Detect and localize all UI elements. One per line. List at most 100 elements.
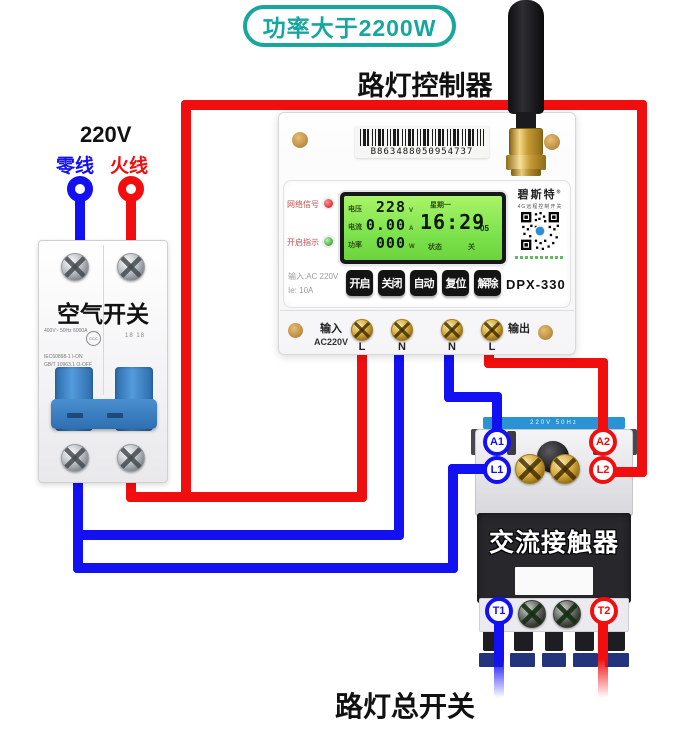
terminal-T2: T2 (590, 597, 618, 625)
neutral-wire-segment (73, 563, 458, 573)
live-wire-segment (126, 196, 136, 256)
breaker-ratings: 400V~ 50Hz 6000A (44, 328, 88, 334)
lcd-display: 电压 电流 功率 228 0.00 000 V A W 星期一 16:29 05… (340, 192, 506, 264)
antenna-neck (516, 112, 536, 130)
network-led-icon (324, 199, 333, 208)
neutral-wire-segment (448, 464, 498, 474)
qr-caption-bar (515, 256, 565, 259)
lcd-power-label: 功率 (348, 242, 362, 249)
breaker-pole-divider (103, 245, 104, 395)
live-wire-segment (603, 467, 647, 477)
breaker-standard-line: IEC60898-1 I-ON (44, 354, 83, 360)
breaker-handle-tiebar (51, 399, 157, 429)
lcd-voltage-unit: V (409, 208, 414, 214)
terminal-T1: T1 (485, 597, 513, 625)
power-badge: 功率大于2200W (243, 5, 456, 47)
device-button-off: 关闭 (378, 270, 405, 296)
terminal-cap (510, 653, 535, 667)
mount-hole (288, 323, 303, 338)
mount-hole (544, 134, 560, 150)
input-terminal-label: 输入 (320, 323, 342, 335)
neutral-wire-segment (73, 466, 83, 573)
live-wire-to-load (598, 610, 608, 698)
circuit-breaker: 空气开关 400V~ 50Hz 6000A IEC60898-1 I-ON GB… (38, 240, 168, 483)
live-wire-segment (181, 100, 191, 502)
antenna (508, 0, 544, 114)
contactor-tab (507, 431, 516, 455)
breaker-curve-mark: 18 18 (125, 333, 146, 339)
terminal-letter: L (358, 341, 366, 353)
neutral-wire-segment (444, 348, 454, 402)
antenna-sma-rim (511, 169, 541, 176)
neutral-wire-label: 零线 (56, 156, 95, 177)
contactor-name: 交流接触器 (488, 529, 619, 557)
output-terminal-label: 输出 (508, 323, 530, 335)
breaker-name: 空气开关 (57, 301, 149, 327)
barcode-number: B863488050954737 (370, 147, 474, 157)
lcd-weekday: 星期一 (430, 202, 451, 209)
terminal-cap (541, 653, 567, 667)
mount-hole (292, 132, 308, 148)
contactor-foot (606, 632, 625, 651)
terminal-screw-N-out (441, 319, 463, 341)
lcd-voltage-label: 电压 (348, 206, 362, 213)
lcd-time: 16:29 (420, 210, 486, 234)
tiebar-slot (67, 413, 83, 418)
network-indicator-label: 网络信号 (287, 200, 319, 209)
terminal-strip-divider (280, 310, 574, 311)
contactor-foot (544, 632, 564, 651)
lcd-status-value: 关 (468, 244, 475, 251)
power-on-indicator-label: 开启指示 (287, 238, 319, 247)
device-button-auto: 自动 (410, 270, 437, 296)
supply-voltage-label: 220V (80, 122, 132, 147)
terminal-L1: L1 (483, 456, 511, 484)
neutral-wire-segment (394, 350, 404, 540)
terminal-A2: A2 (589, 428, 617, 456)
qr-code (521, 212, 559, 250)
lcd-current-unit: A (409, 226, 414, 232)
live-wire-segment (637, 100, 647, 477)
terminal-letter: L (488, 341, 496, 353)
ccc-cert-icon: CCC (86, 331, 101, 346)
device-button-on: 开启 (346, 270, 373, 296)
breaker-standards: IEC60898-1 I-ON GB/T 10963.1 O-OFF (44, 353, 92, 369)
live-wire-segment (357, 348, 367, 502)
registered-mark: ® (556, 189, 563, 196)
input-spec: 输入:AC 220V (288, 272, 339, 281)
lcd-status-label: 状态 (428, 244, 442, 251)
main-switch-label: 路灯总开关 (334, 691, 475, 722)
power-on-led-icon (324, 237, 333, 246)
lcd-seconds: 05 (480, 224, 489, 233)
terminal-screw-L-out (481, 319, 503, 341)
lcd-current-value: 0.00 (365, 216, 406, 234)
breaker-screw (117, 444, 145, 472)
neutral-wire-segment (75, 196, 85, 256)
neutral-terminal-ring (67, 176, 93, 202)
contactor-foot (513, 632, 533, 651)
barcode-bars (360, 129, 484, 146)
contactor-body: 交流接触器 (477, 513, 631, 603)
live-wire-segment (126, 492, 367, 502)
terminal-letter: N (448, 341, 456, 353)
barcode-sticker: B863488050954737 (355, 126, 489, 158)
live-wire-segment (181, 100, 647, 110)
breaker-screw (117, 253, 145, 281)
lcd-voltage-value: 228 (375, 198, 406, 216)
neutral-wire-segment (73, 530, 404, 540)
power-badge-text: 功率大于2200W (262, 15, 437, 41)
terminal-screw-L-in (351, 319, 373, 341)
page-title: 路灯控制器 (357, 71, 493, 101)
breaker-standard-line: GB/T 10963.1 O-OFF (44, 362, 92, 368)
live-wire-segment (484, 358, 608, 368)
breaker-screw (61, 253, 89, 281)
terminal-A1: A1 (483, 428, 511, 456)
device-button-cancel: 解除 (474, 270, 501, 296)
contactor-load-screw (553, 600, 581, 628)
live-wire-segment (126, 466, 136, 502)
contactor-label-patch (515, 567, 593, 595)
neutral-wire-segment (448, 464, 458, 573)
breaker-specs: 400V~ 50Hz 6000A (44, 327, 88, 336)
rated-current-spec: Ie: 10A (288, 286, 314, 295)
tiebar-slot (107, 413, 123, 418)
